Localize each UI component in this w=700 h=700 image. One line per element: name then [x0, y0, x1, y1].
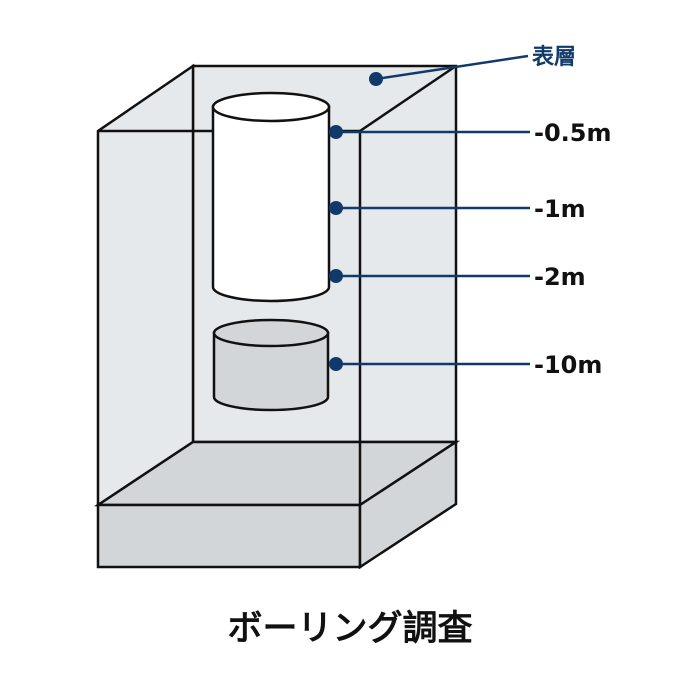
base-slab-side	[358, 439, 458, 570]
label-depth-10m: -10m	[534, 351, 602, 379]
label-depth-1m: -1m	[534, 195, 586, 223]
base-slab-front	[96, 503, 362, 569]
label-surface: 表層	[532, 45, 576, 70]
core-sample-upper	[211, 91, 331, 303]
diagram-title: ボーリング調査	[227, 609, 472, 649]
label-depth-0-5m: -0.5m	[534, 119, 611, 147]
label-depth-2m: -2m	[534, 263, 586, 291]
leader-depth-0-5	[329, 125, 530, 139]
core-upper-top	[211, 91, 331, 123]
leader-depth-1	[329, 201, 530, 215]
leader-depth-10	[329, 357, 530, 371]
core-lower-body	[212, 331, 330, 412]
leader-dot	[369, 72, 383, 86]
core-upper-body	[211, 105, 331, 303]
core-sample-lower	[212, 318, 330, 412]
leader-dot	[329, 269, 343, 283]
leader-dot	[329, 201, 343, 215]
leader-surface	[369, 54, 529, 86]
core-lower-top	[212, 318, 330, 348]
leader-depth-2	[329, 269, 530, 283]
box-top-right-edge	[359, 64, 457, 133]
leader-dot	[329, 357, 343, 371]
leader-dot	[329, 125, 343, 139]
leader-line	[375, 54, 529, 81]
